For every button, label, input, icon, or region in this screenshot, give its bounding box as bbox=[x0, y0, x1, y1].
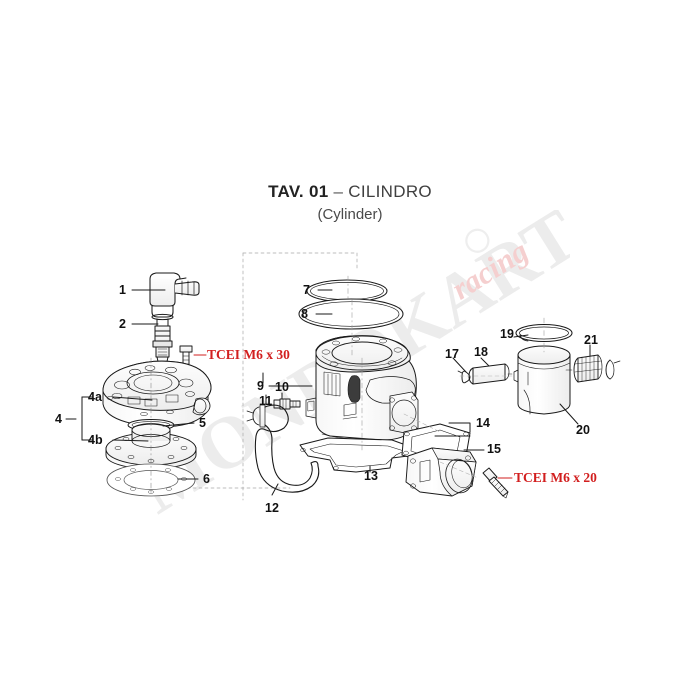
part-needle-bearing bbox=[565, 354, 603, 383]
callout-1[interactable]: 1 bbox=[119, 283, 126, 297]
callout-2[interactable]: 2 bbox=[119, 317, 126, 331]
callout-4b[interactable]: 4b bbox=[88, 433, 103, 447]
callout-14[interactable]: 14 bbox=[476, 416, 490, 430]
callout-4a[interactable]: 4a bbox=[88, 390, 102, 404]
leader-12 bbox=[271, 483, 279, 496]
title-translation: (Cylinder) bbox=[317, 206, 383, 223]
assembly-line-intake-gasket bbox=[403, 413, 441, 433]
part-cylinder-body bbox=[305, 335, 419, 441]
assembly-line-intake-screw bbox=[439, 461, 479, 479]
part-piston bbox=[507, 345, 571, 415]
leader-4a bbox=[112, 396, 153, 401]
callout-20[interactable]: 20 bbox=[576, 423, 590, 437]
callout-12[interactable]: 12 bbox=[265, 501, 279, 515]
title-main: CILINDRO bbox=[348, 182, 432, 201]
part-hose-clamp bbox=[246, 404, 266, 428]
part-cylinder-o-ring-small bbox=[306, 279, 388, 303]
callout-21[interactable]: 21 bbox=[584, 333, 598, 347]
part-water-hose bbox=[254, 404, 320, 493]
callout-19[interactable]: 19 bbox=[500, 327, 514, 341]
part-cylinder-head-upper bbox=[102, 360, 212, 428]
callout-9[interactable]: 9 bbox=[257, 379, 264, 393]
leader-4b bbox=[112, 439, 149, 442]
part-cylinder-o-ring-large bbox=[298, 298, 404, 330]
part-piston-pin bbox=[468, 363, 510, 385]
leader-14-h bbox=[448, 422, 471, 433]
callout-7[interactable]: 7 bbox=[303, 283, 310, 297]
part-intake-manifold bbox=[405, 447, 477, 497]
part-water-fitting bbox=[273, 398, 301, 410]
note-intake-bolt: TCEI M6 x 20 bbox=[514, 470, 597, 485]
title-tav: TAV. 01 bbox=[268, 182, 329, 201]
callout-8[interactable]: 8 bbox=[301, 307, 308, 321]
leader-5 bbox=[162, 422, 195, 427]
leader-19 bbox=[513, 334, 529, 338]
callout-11[interactable]: 11 bbox=[259, 394, 273, 408]
part-cylinder-base-gasket bbox=[299, 437, 415, 473]
leader-17 bbox=[452, 357, 467, 373]
callout-15[interactable]: 15 bbox=[487, 442, 501, 456]
part-piston-pin-circlip-right bbox=[605, 359, 621, 380]
part-intake-screw bbox=[482, 467, 509, 499]
note-head-bolt: TCEI M6 x 30 bbox=[207, 347, 290, 362]
callout-17[interactable]: 17 bbox=[445, 347, 459, 361]
callout-4[interactable]: 4 bbox=[55, 412, 62, 426]
leader-18 bbox=[480, 357, 490, 367]
part-spark-plug-cap bbox=[149, 272, 200, 321]
leader-20 bbox=[559, 403, 579, 425]
part-spark-plug bbox=[152, 318, 173, 373]
callout-10[interactable]: 10 bbox=[275, 380, 289, 394]
part-piston-pin-circlip-left bbox=[457, 370, 471, 384]
callout-5[interactable]: 5 bbox=[199, 416, 206, 430]
callout-18[interactable]: 18 bbox=[474, 345, 488, 359]
title-dash: – bbox=[333, 182, 344, 201]
page-title: TAV. 01 – CILINDRO (Cylinder) bbox=[0, 182, 700, 223]
callout-13[interactable]: 13 bbox=[364, 469, 378, 483]
callout-6[interactable]: 6 bbox=[203, 472, 210, 486]
